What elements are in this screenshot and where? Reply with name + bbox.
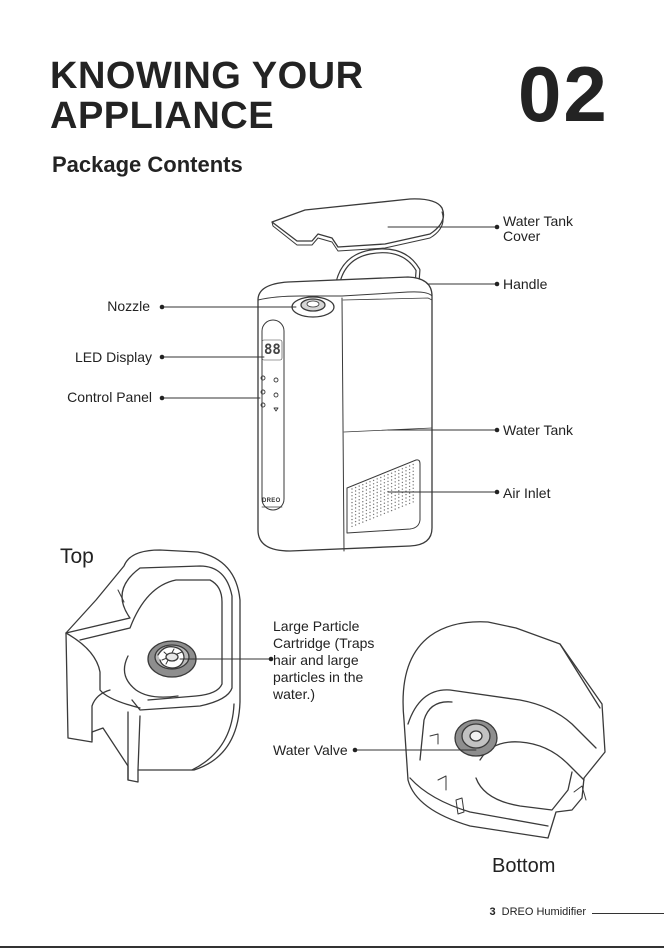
view-label-bottom: Bottom — [492, 855, 555, 878]
footer-product-name: DREO Humidifier — [502, 906, 586, 918]
bottom-view-illustration — [403, 622, 605, 838]
callout-handle: Handle — [503, 277, 547, 292]
callout-control-panel: Control Panel — [67, 390, 152, 405]
water-tank-cover — [272, 199, 444, 247]
callout-air-inlet: Air Inlet — [503, 486, 550, 501]
callout-water-tank-cover-line-2: Cover — [503, 229, 573, 244]
page-number: 3 — [490, 906, 496, 918]
callout-water-tank-cover-line-1: Water Tank — [503, 214, 573, 229]
callout-water-tank-cover: Water Tank Cover — [503, 214, 573, 244]
cartridge-line-3: hair and large — [273, 652, 374, 669]
cartridge-line-2: Cartridge (Traps — [273, 635, 374, 652]
top-view-illustration — [66, 550, 240, 782]
view-label-top: Top — [60, 545, 94, 569]
callout-water-tank: Water Tank — [503, 423, 573, 438]
callout-water-valve: Water Valve — [273, 743, 348, 758]
callout-nozzle: Nozzle — [107, 299, 150, 314]
cartridge-line-1: Large Particle — [273, 618, 374, 635]
callout-led-display: LED Display — [75, 350, 152, 365]
led-display-digits: 88 — [264, 342, 281, 358]
callout-large-particle-cartridge: Large Particle Cartridge (Traps hair and… — [273, 618, 374, 703]
brand-logo: DREO — [262, 498, 281, 504]
page-footer: 3 DREO Humidifier — [490, 906, 586, 918]
footer-rule — [592, 913, 664, 914]
cartridge-line-4: particles in the — [273, 669, 374, 686]
cartridge-line-5: water.) — [273, 686, 374, 703]
